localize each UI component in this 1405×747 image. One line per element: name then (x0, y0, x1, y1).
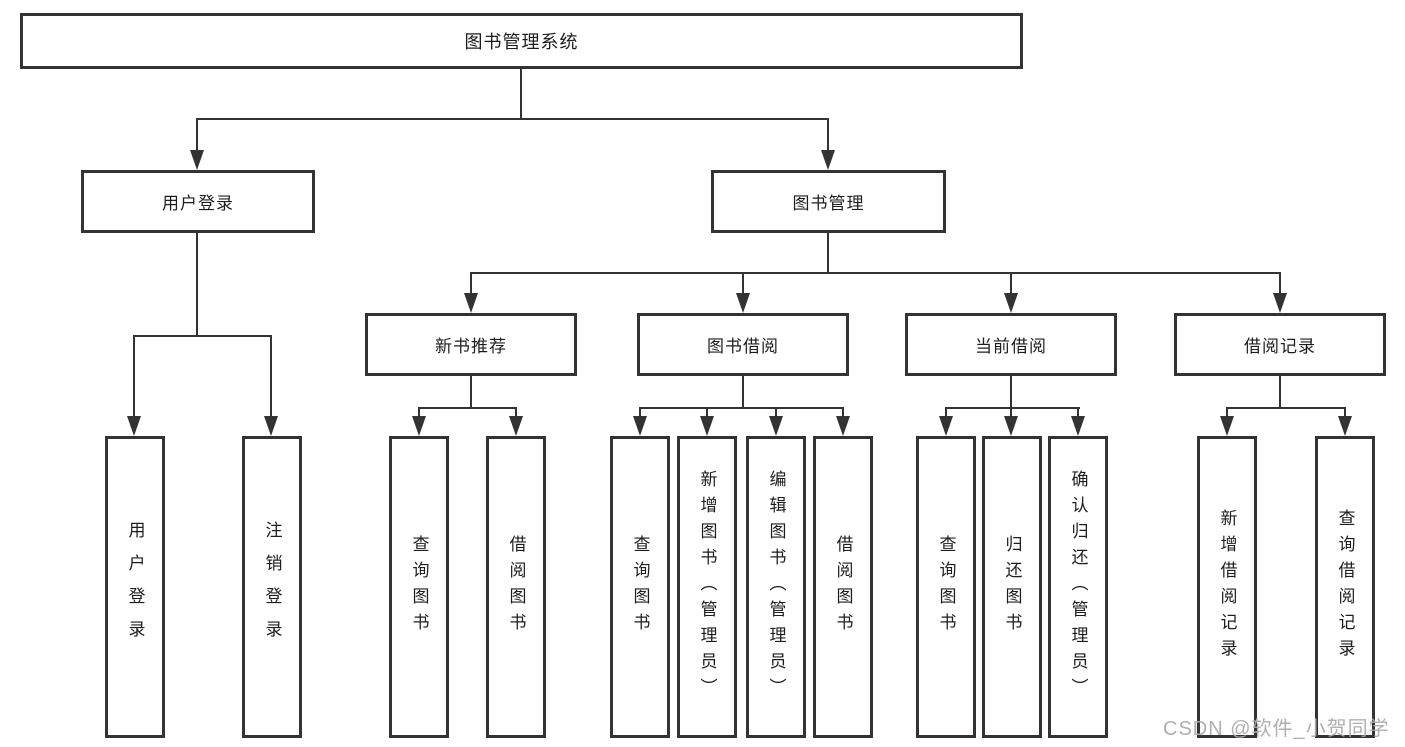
connector-line (418, 407, 420, 418)
connector-line (706, 407, 708, 418)
connector-line (196, 118, 829, 120)
connector-line (742, 376, 744, 407)
leaf-label: 确认归还（管理员） (1068, 470, 1088, 704)
leaf-user-login: 用户登录 (105, 436, 165, 738)
connector-line (827, 118, 829, 154)
arrowhead-icon (1004, 293, 1018, 313)
connector-line (1010, 272, 1012, 295)
node-label: 图书管理系统 (464, 32, 579, 52)
connector-line (639, 407, 844, 409)
leaf-logout: 注销登录 (242, 436, 302, 738)
connector-line (1279, 272, 1281, 295)
arrowhead-icon (1004, 416, 1018, 436)
arrowhead-icon (939, 416, 953, 436)
csdn-watermark: CSDN @软件_小贺同学 (1163, 718, 1390, 740)
leaf-borrowing-borrow-books: 借阅图书 (813, 436, 873, 738)
node-user-login: 用户登录 (81, 170, 315, 233)
node-label: 新书推荐 (435, 337, 507, 356)
connector-line (1010, 376, 1012, 407)
node-label: 图书借阅 (707, 337, 779, 356)
arrowhead-icon (700, 416, 714, 436)
node-new-book-recommend: 新书推荐 (365, 313, 577, 376)
arrowhead-icon (464, 293, 478, 313)
leaf-label: 查询图书 (409, 535, 429, 639)
node-label: 用户登录 (162, 194, 234, 213)
connector-line (1344, 407, 1346, 418)
connector-line (470, 272, 1281, 274)
connector-line (827, 233, 829, 274)
leaf-add-books-admin: 新增图书（管理员） (677, 436, 737, 738)
node-current-borrowing: 当前借阅 (905, 313, 1117, 376)
connector-line (1226, 407, 1346, 409)
connector-line (270, 335, 272, 418)
leaf-edit-books-admin: 编辑图书（管理员） (746, 436, 806, 738)
leaf-add-borrow-record: 新增借阅记录 (1197, 436, 1257, 738)
connector-line (470, 376, 472, 407)
connector-line (945, 407, 1080, 409)
node-borrowing-records: 借阅记录 (1174, 313, 1386, 376)
arrowhead-icon (127, 416, 141, 436)
node-book-borrowing: 图书借阅 (637, 313, 849, 376)
connector-line (1010, 407, 1012, 418)
arrowhead-icon (190, 150, 204, 170)
leaf-recommend-query-books: 查询图书 (389, 436, 449, 738)
connector-line (1279, 376, 1281, 407)
connector-line (842, 407, 844, 418)
connector-line (1077, 407, 1079, 418)
leaf-borrowing-query-books: 查询图书 (610, 436, 670, 738)
connector-line (196, 118, 198, 154)
arrowhead-icon (1338, 416, 1352, 436)
leaf-label: 注销登录 (262, 521, 282, 653)
node-label: 当前借阅 (975, 337, 1047, 356)
arrowhead-icon (509, 416, 523, 436)
leaf-recommend-borrow-books: 借阅图书 (486, 436, 546, 738)
arrowhead-icon (1273, 293, 1287, 313)
connector-line (520, 69, 522, 118)
leaf-label: 查询图书 (630, 535, 650, 639)
connector-line (196, 233, 198, 335)
connector-line (133, 335, 135, 418)
connector-line (945, 407, 947, 418)
connector-line (133, 335, 272, 337)
connector-line (639, 407, 641, 418)
arrowhead-icon (633, 416, 647, 436)
leaf-label: 查询图书 (936, 535, 956, 639)
leaf-label: 借阅图书 (833, 535, 853, 639)
leaf-current-query-books: 查询图书 (916, 436, 976, 738)
leaf-label: 编辑图书（管理员） (766, 470, 786, 704)
leaf-return-books: 归还图书 (982, 436, 1042, 738)
connector-line (470, 272, 472, 295)
leaf-label: 查询借阅记录 (1335, 509, 1355, 665)
node-label: 图书管理 (792, 194, 865, 213)
connector-line (418, 407, 517, 409)
arrowhead-icon (836, 416, 850, 436)
connector-line (742, 272, 744, 295)
arrowhead-icon (769, 416, 783, 436)
connector-line (515, 407, 517, 418)
leaf-label: 归还图书 (1002, 535, 1022, 639)
leaf-label: 借阅图书 (506, 535, 526, 639)
leaf-confirm-return-admin: 确认归还（管理员） (1048, 436, 1108, 738)
connector-line (775, 407, 777, 418)
arrowhead-icon (1220, 416, 1234, 436)
arrowhead-icon (412, 416, 426, 436)
leaf-label: 新增图书（管理员） (697, 470, 717, 704)
leaf-query-borrow-record: 查询借阅记录 (1315, 436, 1375, 738)
leaf-label: 用户登录 (125, 521, 145, 653)
connector-line (1226, 407, 1228, 418)
node-label: 借阅记录 (1244, 337, 1316, 356)
arrowhead-icon (264, 416, 278, 436)
node-library-system: 图书管理系统 (20, 13, 1023, 69)
arrowhead-icon (736, 293, 750, 313)
node-book-management: 图书管理 (711, 170, 946, 233)
leaf-label: 新增借阅记录 (1217, 509, 1237, 665)
arrowhead-icon (821, 150, 835, 170)
arrowhead-icon (1071, 416, 1085, 436)
